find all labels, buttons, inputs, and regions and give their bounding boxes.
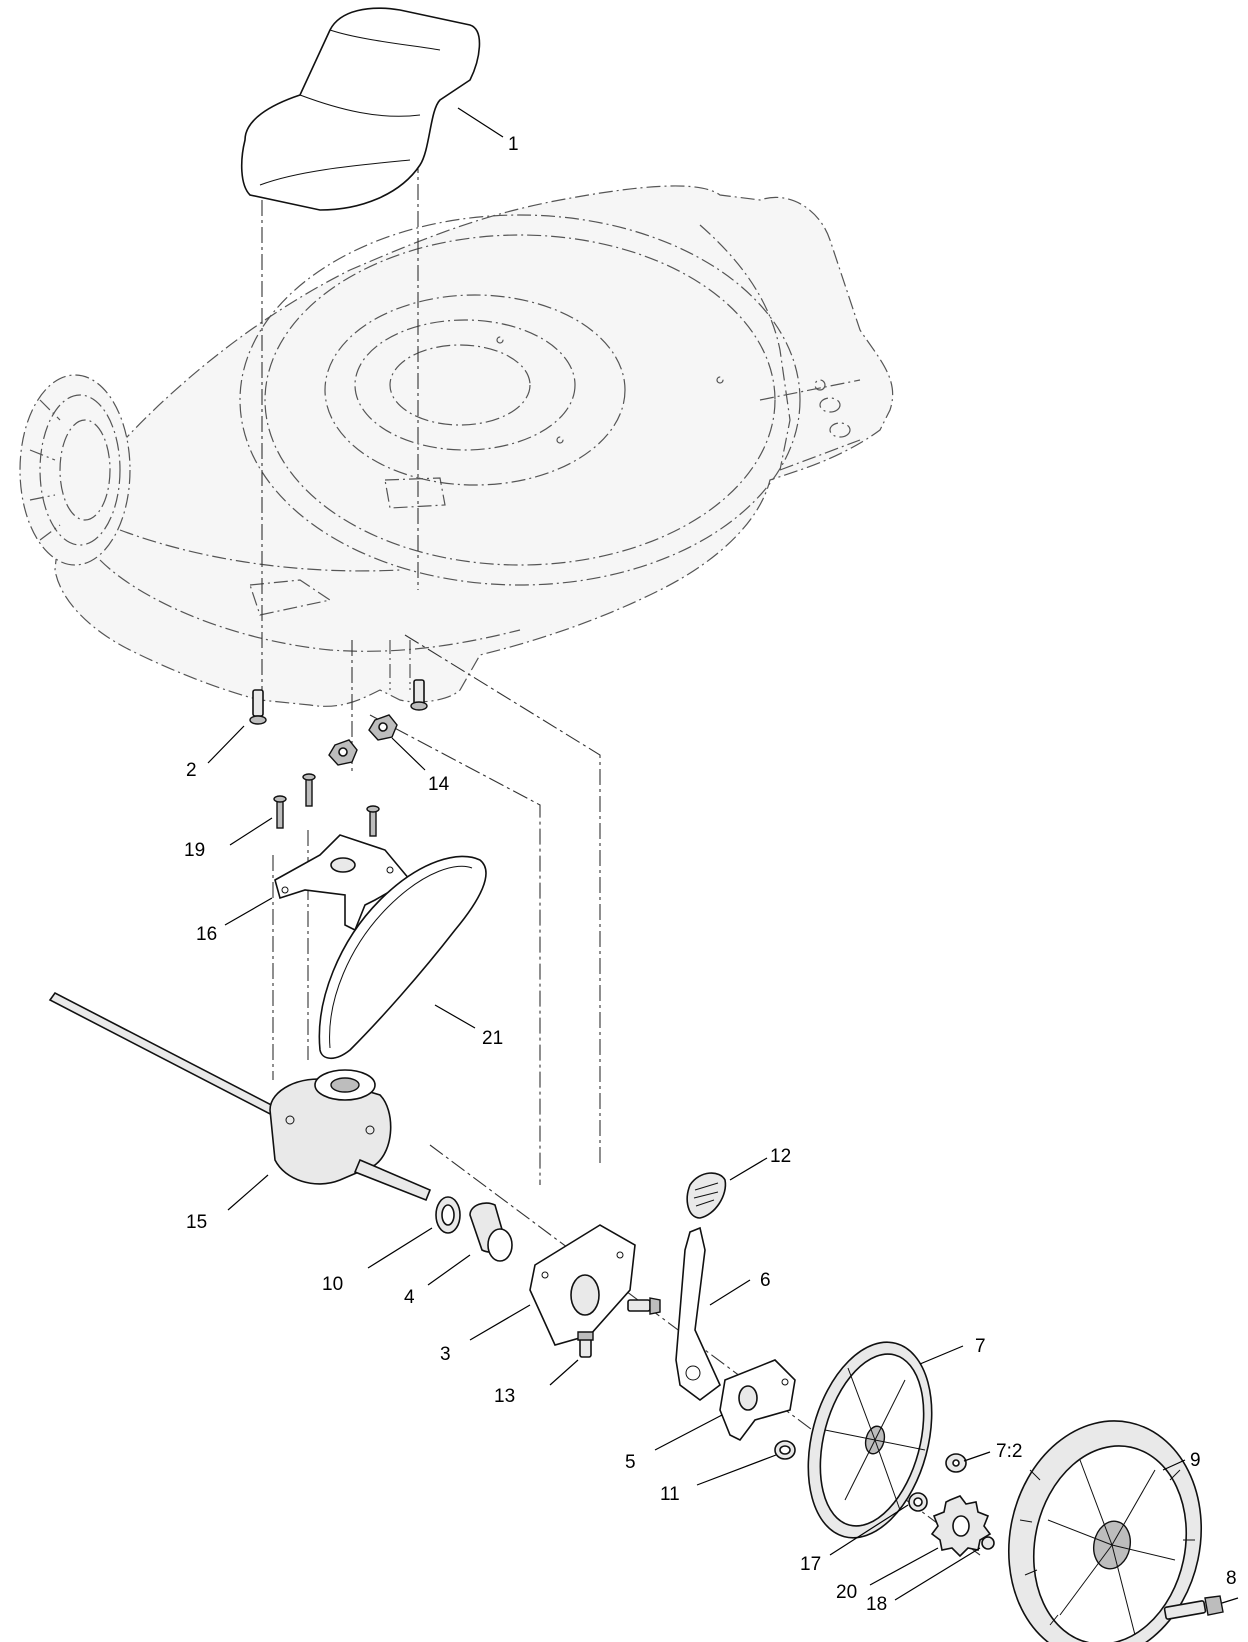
part-9-wheel xyxy=(1007,1420,1203,1642)
callout-16: 16 xyxy=(196,924,217,945)
part-11-clip xyxy=(774,1440,796,1460)
callout-21: 21 xyxy=(482,1028,503,1049)
callout-15: 15 xyxy=(186,1212,207,1233)
part-19-screw xyxy=(273,773,380,837)
part-10-bearing xyxy=(435,1196,461,1234)
part-3-plate xyxy=(529,1224,636,1346)
part-15-transmission xyxy=(48,991,432,1202)
part-7-wheel-cover xyxy=(807,1341,933,1539)
callout-2: 2 xyxy=(186,760,197,781)
part-18-retainer xyxy=(981,1536,995,1550)
reference-wheel-left xyxy=(19,374,131,566)
callout-9: 9 xyxy=(1190,1450,1201,1471)
part-16-bracket xyxy=(274,834,412,932)
callout-7: 7 xyxy=(975,1336,986,1357)
part-14-nut xyxy=(328,714,398,766)
part-7-2-washer xyxy=(945,1453,967,1473)
callout-labels: 1 2 14 19 16 21 15 12 6 10 4 3 13 7 7:2 … xyxy=(184,134,1237,1615)
part-5-pivot-bracket xyxy=(719,1359,796,1442)
part-20-gear xyxy=(930,1495,992,1558)
callout-4: 4 xyxy=(404,1287,415,1308)
callout-6: 6 xyxy=(760,1270,771,1291)
part-12-knob xyxy=(686,1172,727,1219)
callout-17: 17 xyxy=(800,1554,821,1575)
callout-20: 20 xyxy=(836,1582,857,1603)
callout-18: 18 xyxy=(866,1594,887,1615)
callout-12: 12 xyxy=(770,1146,791,1167)
callout-5: 5 xyxy=(625,1452,636,1473)
part-1-top-cover xyxy=(240,7,481,211)
part-2-bolt xyxy=(249,689,267,725)
part-8-wheel-bolt xyxy=(1163,1595,1224,1620)
callout-10: 10 xyxy=(322,1274,343,1295)
callout-19: 19 xyxy=(184,840,205,861)
part-4-bushing xyxy=(469,1202,513,1262)
part-6-height-lever xyxy=(675,1226,721,1401)
callout-13: 13 xyxy=(494,1386,515,1407)
part-13-bolt xyxy=(577,1297,661,1358)
part-21-drive-belt xyxy=(318,855,487,1060)
callout-8: 8 xyxy=(1226,1568,1237,1589)
mower-deck-outline xyxy=(54,185,894,707)
part-17-spacer xyxy=(908,1492,928,1512)
leader-lines xyxy=(207,107,1239,1604)
callout-14: 14 xyxy=(428,774,450,795)
callout-1: 1 xyxy=(508,134,519,155)
callout-11: 11 xyxy=(660,1484,680,1505)
part-2-bolt-right xyxy=(410,679,428,711)
callout-7-2: 7:2 xyxy=(996,1441,1022,1462)
callout-3: 3 xyxy=(440,1344,451,1365)
